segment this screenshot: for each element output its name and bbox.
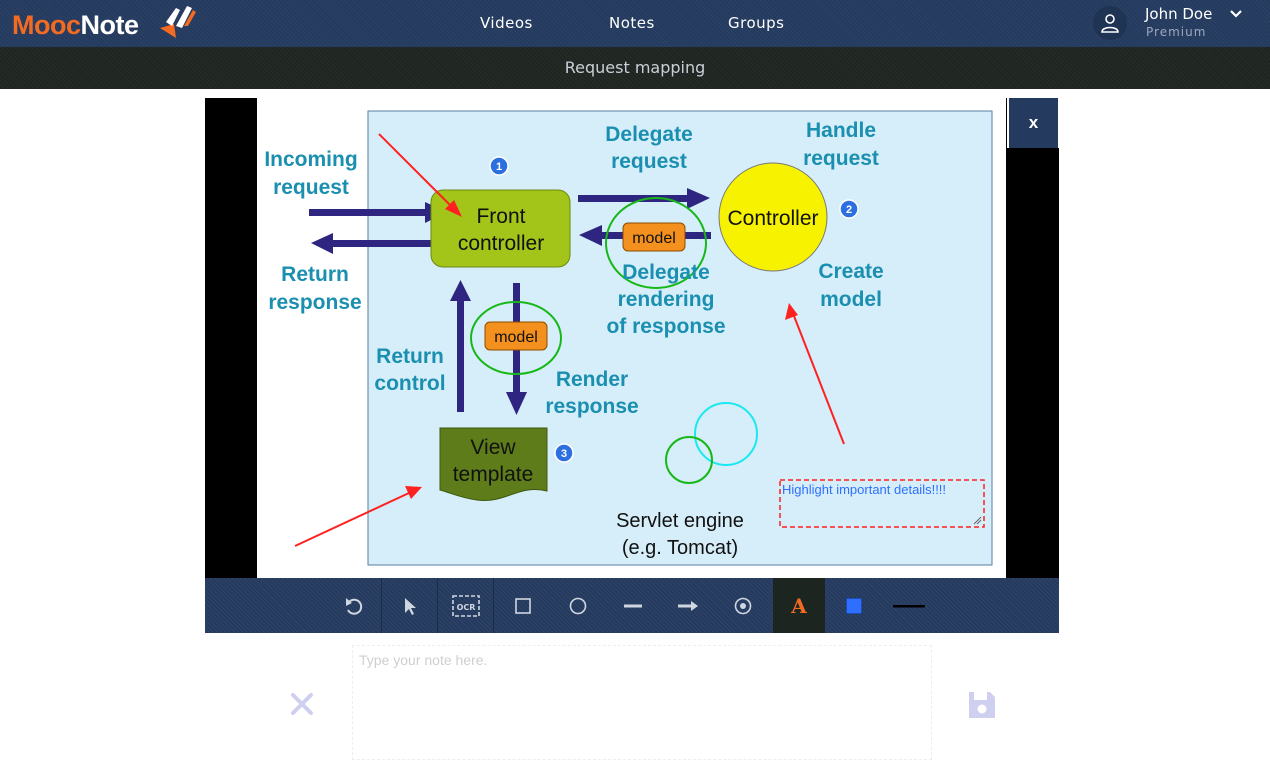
- svg-text:1: 1: [496, 161, 502, 173]
- annotation-circle-green[interactable]: [665, 436, 713, 484]
- model-box-1: [622, 222, 686, 252]
- ocr-icon: OCR: [452, 594, 480, 617]
- nav-groups[interactable]: Groups: [728, 14, 785, 32]
- note-editor: [352, 645, 932, 760]
- servlet-engine-label-1: Servlet engine: [616, 510, 744, 532]
- stroke-width-picker[interactable]: [881, 578, 936, 633]
- svg-text:OCR: OCR: [457, 603, 476, 612]
- view-template-label-1: View: [470, 436, 516, 459]
- line-tool[interactable]: [605, 578, 660, 633]
- note-input[interactable]: [353, 646, 931, 759]
- return-control-arrow: [450, 280, 471, 412]
- annotation-arrow-1[interactable]: [378, 133, 462, 217]
- rectangle-icon: [514, 597, 531, 614]
- avatar[interactable]: [1093, 6, 1127, 40]
- label-return-control-2: control: [374, 372, 445, 395]
- badge-3: 3: [554, 443, 574, 463]
- label-delegate-request-1: Delegate: [605, 123, 693, 146]
- dot-tool[interactable]: [715, 578, 770, 633]
- logo-text-note: Note: [80, 10, 140, 40]
- svg-text:A: A: [790, 595, 807, 617]
- nav-notes[interactable]: Notes: [609, 14, 655, 32]
- label-delegate-rendering-3: of response: [606, 315, 725, 338]
- undo-button[interactable]: [327, 578, 382, 633]
- annotation-arrow-3[interactable]: [294, 486, 422, 547]
- undo-icon: [346, 597, 363, 615]
- label-return-response-2: response: [268, 291, 361, 314]
- model-box-2: [484, 321, 548, 351]
- slide-canvas[interactable]: Incoming request Return response Front c…: [257, 98, 1006, 578]
- label-handle-request-2: request: [803, 147, 879, 170]
- close-button[interactable]: x: [1009, 98, 1058, 148]
- circle-tool[interactable]: [550, 578, 605, 633]
- front-controller-label-1: Front: [476, 205, 525, 228]
- dot-icon: [734, 597, 751, 614]
- svg-text:2: 2: [846, 204, 852, 216]
- user-plan: Premium: [1146, 25, 1207, 39]
- line-icon: [623, 604, 642, 607]
- page-title: Request mapping: [564, 58, 706, 77]
- front-controller-box: [430, 189, 571, 268]
- pointer-tool[interactable]: [383, 578, 438, 633]
- label-create-model-1: Create: [818, 260, 883, 283]
- label-create-model-2: model: [820, 288, 882, 311]
- annotation-circle-1[interactable]: [605, 197, 707, 289]
- logo-mark-icon: [160, 6, 196, 38]
- return-arrow: [311, 233, 433, 254]
- label-incoming-request-1: Incoming: [264, 148, 357, 171]
- cancel-note-button[interactable]: [288, 690, 316, 718]
- arrow-tool[interactable]: [660, 578, 715, 633]
- annotation-text-box[interactable]: [779, 479, 985, 528]
- annotation-text[interactable]: Highlight important details!!!!: [782, 482, 946, 497]
- arrow-icon: [677, 600, 698, 611]
- circle-icon: [569, 597, 586, 614]
- servlet-engine-label-2: (e.g. Tomcat): [622, 537, 738, 559]
- color-picker[interactable]: [826, 578, 881, 633]
- chevron-down-icon[interactable]: [1229, 8, 1243, 20]
- text-tool[interactable]: A: [773, 578, 825, 633]
- save-icon: [969, 692, 995, 718]
- top-navbar: MoocNote Videos Notes Groups John Doe Pr…: [0, 0, 1270, 47]
- resize-handle-icon[interactable]: [973, 516, 982, 525]
- front-controller-label-2: controller: [458, 232, 544, 255]
- nav-videos[interactable]: Videos: [480, 14, 533, 32]
- logo-text-mooc: Mooc: [12, 10, 81, 40]
- label-handle-request-1: Handle: [806, 119, 876, 142]
- label-return-control-1: Return: [376, 345, 444, 368]
- label-incoming-request-2: request: [273, 176, 349, 199]
- viewer-side-strip: [1007, 148, 1059, 578]
- controller-circle: [718, 162, 828, 272]
- controller-label: Controller: [727, 207, 818, 230]
- text-icon: A: [790, 595, 807, 617]
- label-delegate-rendering-1: Delegate: [622, 261, 710, 284]
- badge-1: 1: [489, 156, 509, 176]
- svg-text:3: 3: [561, 448, 567, 460]
- rectangle-tool[interactable]: [495, 578, 550, 633]
- user-icon: [1101, 14, 1119, 33]
- label-delegate-rendering-2: rendering: [618, 288, 715, 311]
- pointer-icon: [405, 597, 416, 615]
- annotation-circle-cyan[interactable]: [694, 402, 758, 466]
- view-template-label-2: template: [453, 463, 534, 486]
- logo[interactable]: MoocNote: [12, 10, 139, 41]
- user-name[interactable]: John Doe: [1145, 5, 1213, 23]
- ocr-tool[interactable]: OCR: [439, 578, 494, 633]
- label-return-response-1: Return: [281, 263, 349, 286]
- stroke-width-icon: [892, 604, 925, 607]
- subheader: Request mapping: [0, 47, 1270, 89]
- color-swatch-icon: [845, 597, 862, 614]
- close-icon: [291, 693, 313, 715]
- save-note-button[interactable]: [966, 689, 998, 721]
- annotation-toolbar: OCR A: [205, 578, 1059, 633]
- annotation-circle-2[interactable]: [470, 301, 562, 375]
- label-render-response-1: Render: [556, 368, 628, 391]
- label-render-response-2: response: [545, 395, 638, 418]
- label-delegate-request-2: request: [611, 150, 687, 173]
- model-label-1: model: [632, 230, 676, 247]
- badge-2: 2: [839, 199, 859, 219]
- annotation-arrow-2[interactable]: [785, 303, 845, 445]
- delegate-request-arrow: [578, 188, 710, 209]
- model-label-2: model: [494, 329, 538, 346]
- view-template-shape: [439, 427, 548, 502]
